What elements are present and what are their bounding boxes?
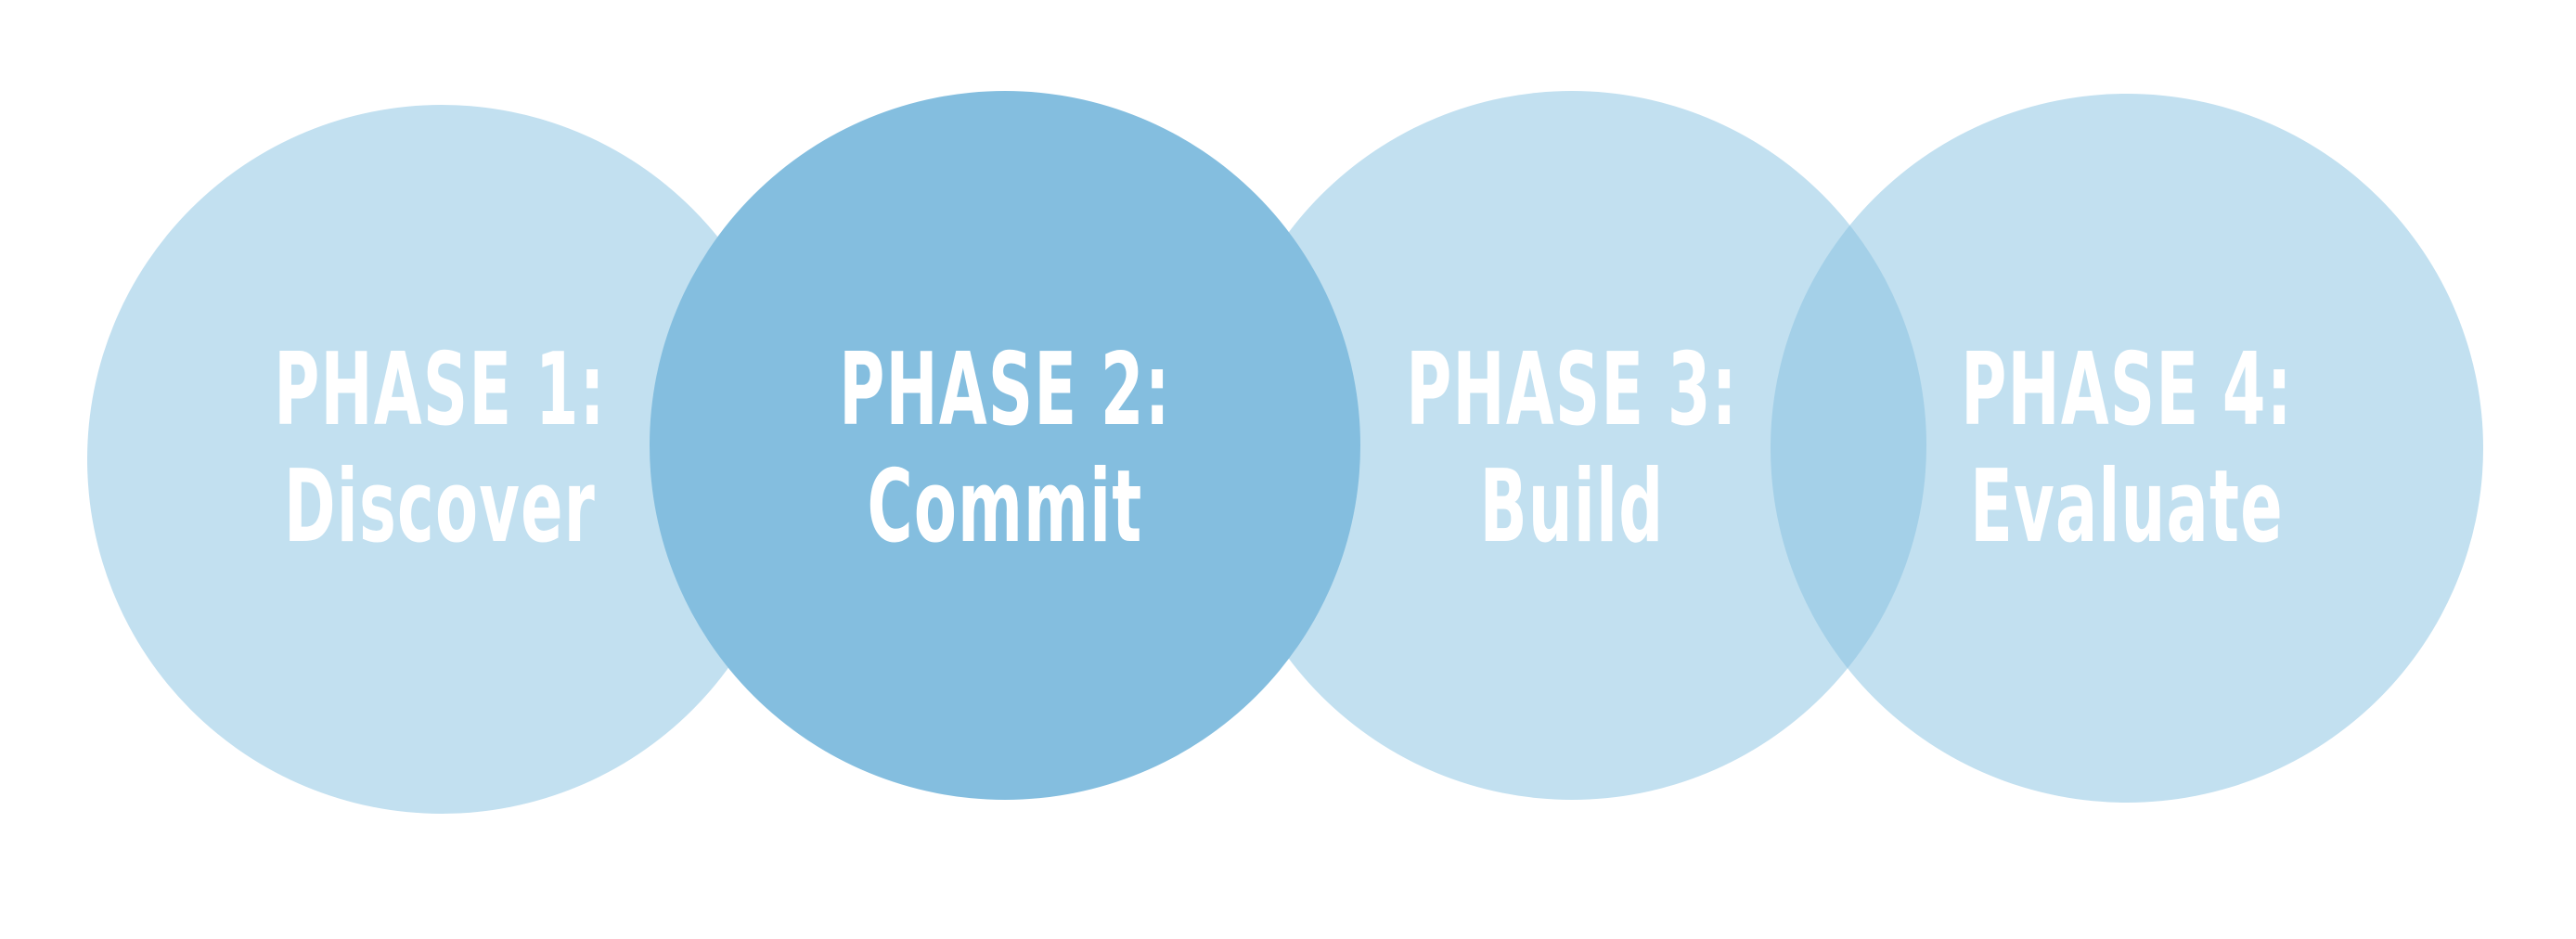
phase-2-title: PHASE 2: bbox=[839, 332, 1171, 448]
phase-4-title: PHASE 4: bbox=[1961, 332, 2293, 448]
phase-3-label: PHASE 3: Build bbox=[1371, 336, 1773, 570]
phase-3-name: Build bbox=[1479, 449, 1665, 565]
phase-1-label: PHASE 1: Discover bbox=[238, 336, 641, 570]
phase-4-label: PHASE 4: Evaluate bbox=[1926, 336, 2328, 570]
phase-4-name: Evaluate bbox=[1970, 449, 2284, 565]
phase-2-name: Commit bbox=[867, 449, 1143, 565]
phase-2-circle bbox=[650, 91, 1360, 800]
phase-1-name: Discover bbox=[283, 449, 597, 565]
phase-3-title: PHASE 3: bbox=[1406, 332, 1738, 448]
phase-1-title: PHASE 1: bbox=[274, 332, 606, 448]
phase-2-label: PHASE 2: Commit bbox=[804, 336, 1206, 570]
overlap-fill bbox=[1771, 94, 1926, 800]
